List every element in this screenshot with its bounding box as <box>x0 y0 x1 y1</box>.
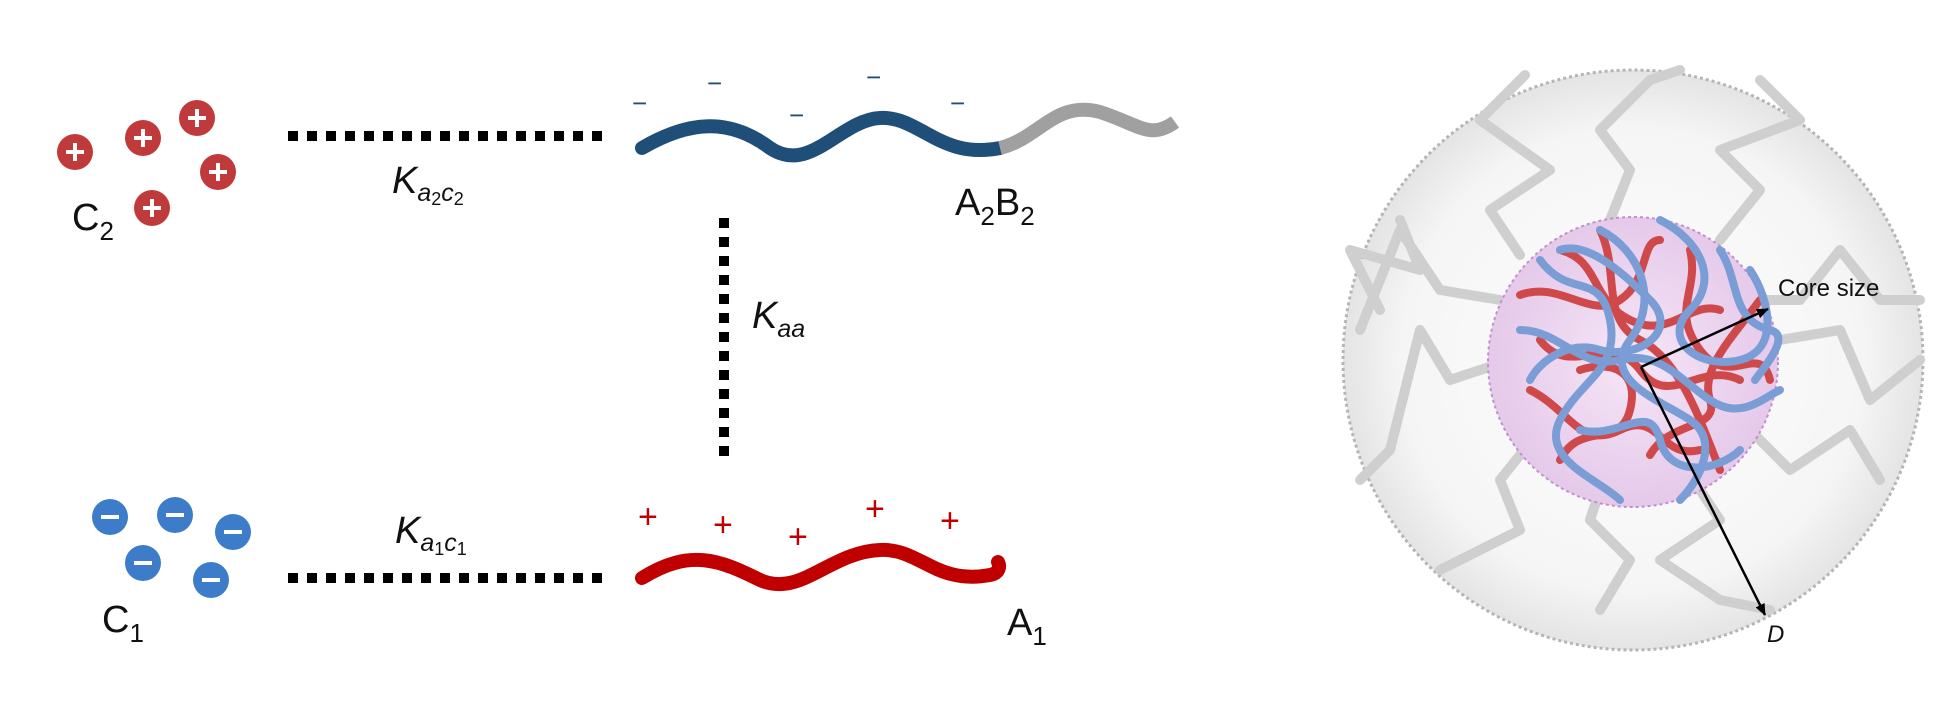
negative-charge: − <box>866 62 881 92</box>
c2-cation-group <box>57 100 236 226</box>
a1-chain <box>635 542 1006 592</box>
a1-label: A1 <box>1007 602 1047 651</box>
k-a2c2-label: Ka2c2 <box>392 160 464 209</box>
cation-icon <box>179 100 215 136</box>
anion-icon <box>125 545 161 581</box>
cation-icon <box>57 134 93 170</box>
c2-label: C2 <box>72 197 114 246</box>
c1-anion-group <box>92 497 251 598</box>
cation-icon <box>125 120 161 156</box>
k-a1c1-label: Ka1c1 <box>395 510 467 559</box>
b2-block-chain <box>997 102 1180 155</box>
negative-charge: − <box>950 88 965 118</box>
positive-charge: + <box>713 506 733 544</box>
core-size-arrow <box>1640 307 1769 369</box>
core-chains-blue <box>1516 216 1784 504</box>
a1-charge-group: + + + + + <box>638 490 960 556</box>
cation-icon <box>200 154 236 190</box>
a2-charge-group: − − − − − <box>632 62 965 130</box>
anion-icon <box>92 499 128 535</box>
a2-block-chain <box>635 110 1007 163</box>
negative-charge: − <box>707 68 722 98</box>
corona-chains <box>1345 65 1925 615</box>
positive-charge: + <box>865 490 885 528</box>
micelle-illustration <box>1341 65 1925 652</box>
anion-icon <box>193 562 229 598</box>
negative-charge: − <box>789 100 804 130</box>
a2b2-label: A2B2 <box>955 182 1035 231</box>
k-aa-label: Kaa <box>752 295 805 343</box>
micelle-radius-arrow <box>1639 366 1767 616</box>
positive-charge: + <box>940 502 960 540</box>
core-size-label: Core size <box>1778 275 1879 302</box>
anion-icon <box>157 497 193 533</box>
positive-charge: + <box>788 518 808 556</box>
negative-charge: − <box>632 88 647 118</box>
micelle-diameter-label: D <box>1767 621 1784 648</box>
anion-icon <box>215 514 251 550</box>
positive-charge: + <box>638 498 658 536</box>
c1-label: C1 <box>102 599 144 648</box>
cation-icon <box>134 190 170 226</box>
